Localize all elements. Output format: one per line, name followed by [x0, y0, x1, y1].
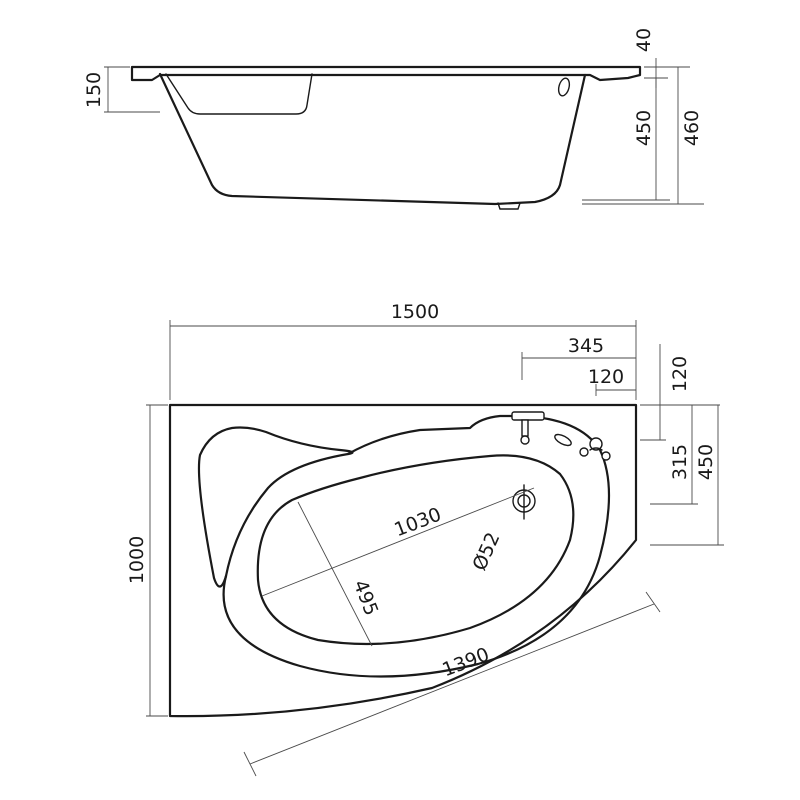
dim-1390-line	[249, 603, 655, 765]
dim-120-v-label: 120	[669, 356, 691, 392]
side-view-headrest	[165, 73, 313, 115]
top-view-rim-contour	[197, 426, 354, 588]
dim-450-side-label: 450	[633, 110, 655, 146]
valve-icon	[579, 437, 611, 461]
dim-1030-line	[261, 487, 535, 597]
side-view-tub-body	[158, 72, 587, 206]
side-view-drain	[497, 202, 521, 210]
dim-345-label: 345	[568, 335, 604, 357]
dim-495-label: 495	[349, 577, 383, 619]
dim-315-label: 315	[669, 444, 691, 480]
top-view-basin-rim	[222, 414, 611, 678]
dim-450-top-label: 450	[695, 444, 717, 480]
side-view-overflow	[557, 77, 571, 97]
dim-1000-label: 1000	[126, 536, 148, 584]
top-view: 1500 345 120 1000 120 315 450 1390	[126, 301, 724, 777]
dim-495-line	[297, 501, 373, 647]
dim-1390-ext-right	[645, 591, 661, 613]
dim-1390-ext-left	[243, 751, 257, 777]
drain-icon	[512, 484, 536, 520]
dim-150-label: 150	[83, 72, 105, 108]
dim-1500-label: 1500	[391, 301, 439, 323]
dim-120-h-label: 120	[588, 366, 624, 388]
top-view-outer-edge	[168, 403, 638, 718]
dim-40-label: 40	[633, 28, 655, 52]
top-view-basin	[256, 454, 575, 646]
faucet-icon	[511, 411, 545, 445]
dim-drain-diameter-label: Ø52	[469, 529, 505, 574]
overflow-icon	[554, 433, 572, 447]
dim-1390-label: 1390	[439, 643, 492, 681]
dim-1030-label: 1030	[391, 503, 444, 541]
dim-460-label: 460	[681, 110, 703, 146]
side-view: 150 40 450 460	[83, 28, 704, 210]
side-view-rim	[130, 65, 642, 82]
